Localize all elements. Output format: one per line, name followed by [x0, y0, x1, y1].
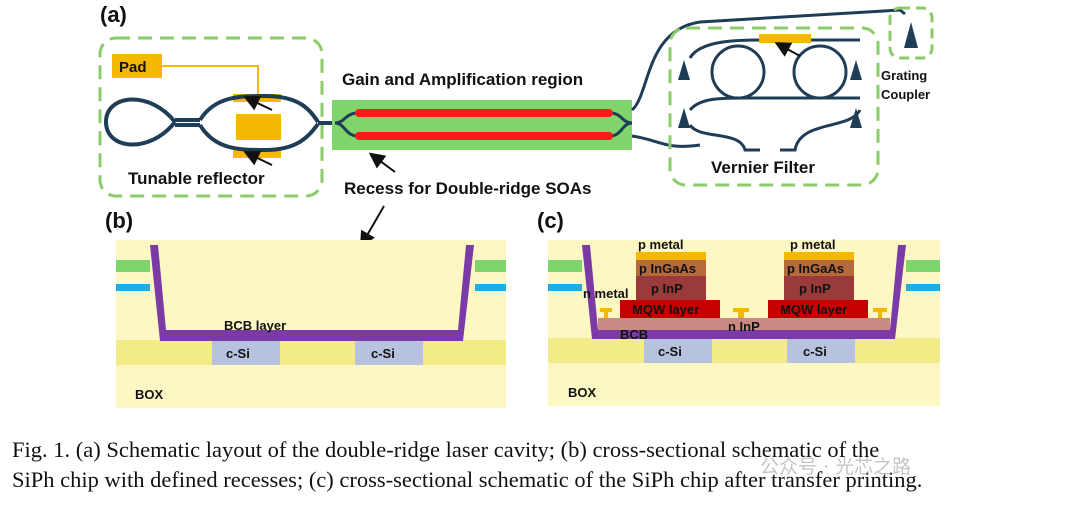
p-metal-right-label: p metal	[790, 237, 836, 252]
box-label-b: BOX	[135, 387, 164, 402]
green-strip-left-c	[548, 260, 582, 272]
blue-strip-right-b	[475, 284, 506, 291]
p-metal-left	[636, 252, 706, 260]
pad	[112, 54, 162, 78]
heater-pad	[236, 114, 281, 140]
csi-right-c	[787, 339, 855, 363]
green-strip-right-b	[475, 260, 506, 272]
n-metal-right	[873, 308, 887, 318]
silicon-strip-c	[548, 338, 940, 363]
csi-left-label-b: c-Si	[226, 346, 250, 361]
panel-a: (a) Pad Tunable reflector Gain and Ampli…	[98, 2, 934, 248]
grating-label-line2: Coupler	[881, 87, 930, 102]
recess-arrow	[368, 152, 396, 173]
figure-caption: Fig. 1. (a) Schematic layout of the doub…	[12, 435, 1074, 495]
box-label-c: BOX	[568, 385, 597, 400]
csi-right-b	[355, 341, 423, 365]
bcb-layer-b	[150, 245, 474, 341]
p-ingaas-left	[636, 260, 706, 276]
tunable-reflector-label: Tunable reflector	[128, 169, 265, 188]
panel-b: (b) BCB layer c-Si c-Si BOX	[105, 208, 506, 408]
csi-left-c	[644, 339, 712, 363]
soa-ridge-top	[355, 109, 613, 117]
vernier-waveguides	[688, 38, 862, 152]
bcb-label-c: BCB	[620, 327, 648, 342]
recess-down-arrow	[359, 205, 385, 248]
panel-a-tag: (a)	[100, 2, 127, 27]
n-inp-label: n InP	[728, 319, 760, 334]
p-metal-right	[784, 252, 854, 260]
p-metal-left-label: p metal	[638, 237, 684, 252]
vernier-heater	[759, 34, 811, 43]
vernier-heater-arrow	[774, 42, 801, 57]
blue-strip-right-c	[906, 284, 940, 291]
silicon-strip-b	[116, 340, 506, 365]
panel-b-tag: (b)	[105, 208, 133, 233]
blue-strip-left-c	[548, 284, 582, 291]
csi-right-label-c: c-Si	[803, 344, 827, 359]
reflector-waveguide	[103, 93, 335, 153]
figure: (a) Pad Tunable reflector Gain and Ampli…	[98, 2, 940, 408]
vernier-grating-couplers	[678, 60, 862, 128]
p-ingaas-right-label: p InGaAs	[787, 261, 844, 276]
panel-c: (c) p metal p metal p InGaAs p InGaAs p …	[537, 208, 940, 406]
p-inp-right	[784, 276, 854, 300]
green-strip-left-b	[116, 260, 150, 272]
recess-label: Recess for Double-ridge SOAs	[344, 179, 592, 198]
n-inp-layer	[598, 318, 890, 330]
gain-region-bg	[332, 100, 632, 150]
reflector-arrow-top	[243, 95, 273, 111]
caption-line-1: Fig. 1. (a) Schematic layout of the doub…	[12, 437, 880, 462]
gain-region-label: Gain and Amplification region	[342, 70, 583, 89]
n-metal-label: n metal	[583, 286, 629, 301]
mqw-left-label: MQW layer	[632, 302, 699, 317]
n-metal-left	[600, 308, 612, 318]
mqw-right	[768, 300, 868, 318]
p-inp-left	[636, 276, 706, 300]
p-ingaas-right	[784, 260, 854, 276]
p-inp-left-label: p InP	[651, 281, 683, 296]
watermark: 公众号 · 光芯之路	[760, 456, 912, 478]
bcb-layer-label: BCB layer	[224, 318, 286, 333]
blue-strip-left-b	[116, 284, 150, 291]
green-strip-right-c	[906, 260, 940, 272]
bus-waveguide	[630, 8, 906, 148]
grating-coupler-box	[888, 6, 934, 60]
n-metal-center	[733, 308, 749, 318]
box-layer-b	[116, 240, 506, 408]
pad-label: Pad	[119, 59, 147, 76]
p-ingaas-left-label: p InGaAs	[639, 261, 696, 276]
grating-label-line1: Grating	[881, 68, 927, 83]
mqw-right-label: MQW layer	[780, 302, 847, 317]
mqw-left	[620, 300, 720, 318]
tunable-reflector-box	[98, 36, 324, 198]
vernier-filter-label: Vernier Filter	[711, 158, 815, 177]
caption-line-2: SiPh chip with defined recesses; (c) cro…	[12, 467, 923, 492]
p-inp-right-label: p InP	[799, 281, 831, 296]
grating-coupler-icon	[904, 22, 918, 48]
csi-left-b	[212, 341, 280, 365]
csi-right-label-b: c-Si	[371, 346, 395, 361]
soa-ridge-bottom	[355, 132, 613, 140]
csi-left-label-c: c-Si	[658, 344, 682, 359]
vernier-filter-box	[668, 26, 880, 187]
reflector-arrow-bottom	[243, 150, 273, 166]
pad-wire	[162, 65, 259, 98]
panel-c-tag: (c)	[537, 208, 564, 233]
